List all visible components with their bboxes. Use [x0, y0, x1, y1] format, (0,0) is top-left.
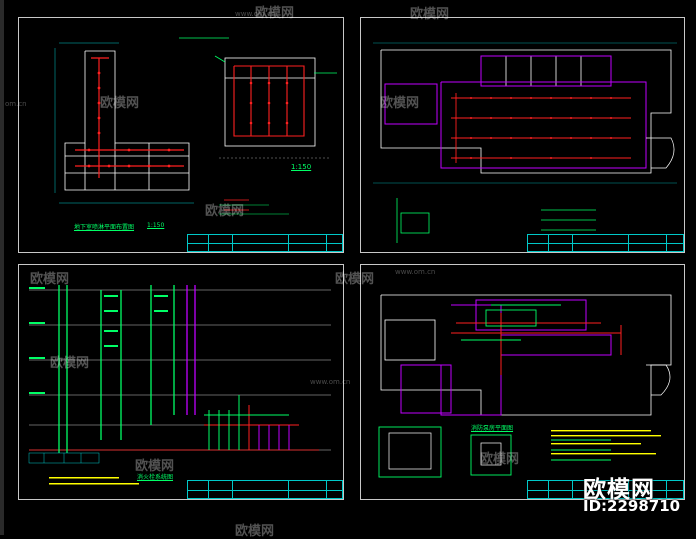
drawing-sheet-bottom-right[interactable]: 消防泵房平面图: [360, 264, 685, 500]
drawing-scale: 1:150: [147, 222, 165, 229]
watermark-logo: 欧模网: [235, 524, 275, 539]
title-block: [527, 234, 684, 252]
drawing-title: 消防泵房平面图: [471, 425, 514, 432]
fire-hydrant-system-diagram: [28, 285, 331, 485]
scrollbar[interactable]: [0, 0, 4, 535]
pump-room-plan-drawing: [378, 294, 672, 478]
basement-plan-drawing: [373, 42, 677, 243]
title-block: [527, 480, 684, 499]
title-block: [187, 480, 343, 499]
plan-scale-label: 1:150: [291, 163, 312, 171]
sprinkler-plan-drawing: [54, 37, 337, 215]
drawing-title: 消火栓系统图: [137, 474, 174, 481]
id-stamp: ID:2298710: [583, 497, 681, 515]
drawing-sheet-bottom-left[interactable]: 消火栓系统图: [18, 264, 344, 500]
drawing-sheet-top-right[interactable]: [360, 17, 685, 253]
title-block: [187, 234, 343, 252]
brand-stamp: 欧模网: [583, 477, 655, 503]
drawing-title: 地下室喷淋平面布置图: [74, 224, 135, 231]
drawing-sheet-top-left[interactable]: 1:150 地下室喷淋平面布置图 1:150: [18, 17, 344, 253]
